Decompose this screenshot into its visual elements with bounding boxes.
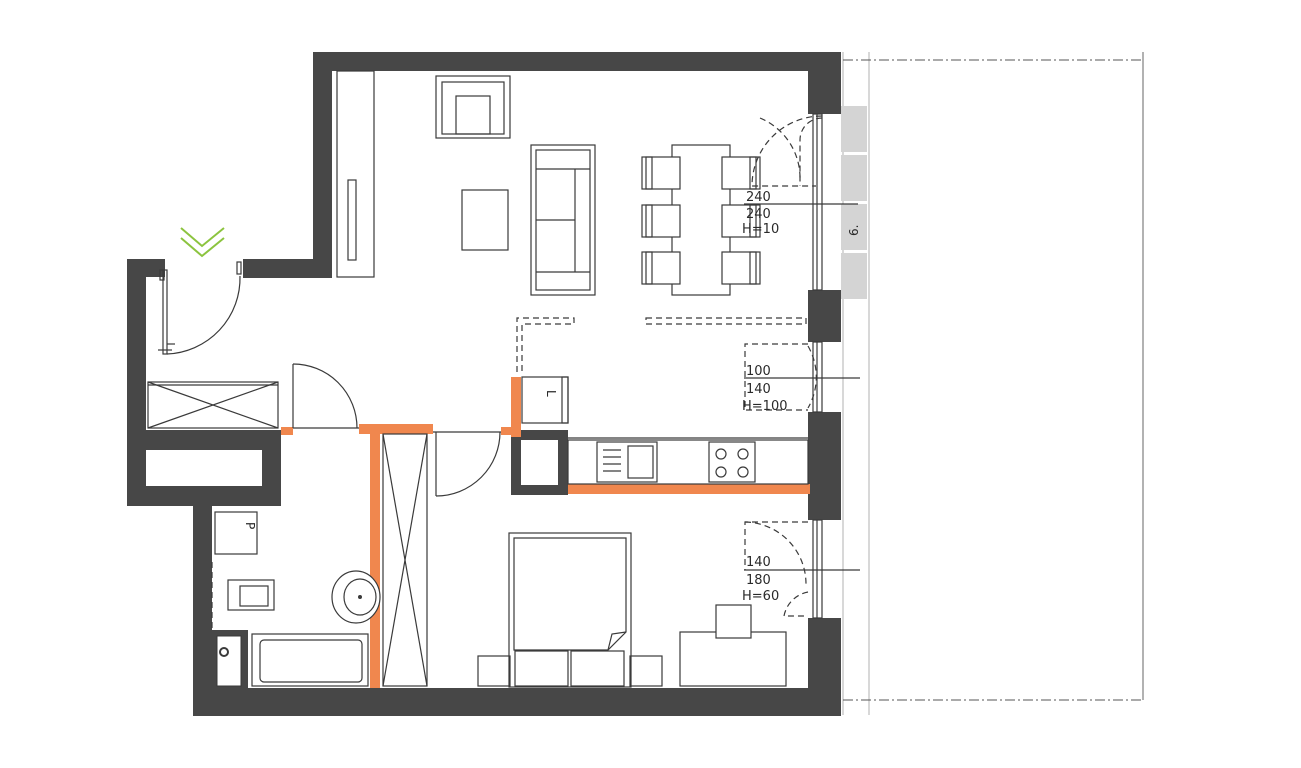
armchair bbox=[435, 75, 511, 139]
nightstand bbox=[629, 655, 663, 687]
fridge: L bbox=[521, 376, 569, 424]
entrance-arrow-icon bbox=[180, 227, 225, 258]
pillow bbox=[514, 650, 569, 687]
bathroom: P bbox=[211, 511, 381, 687]
dining-table bbox=[671, 144, 731, 296]
dining-chair bbox=[721, 251, 761, 285]
window-kitchen: 100 140 H=100 bbox=[742, 341, 860, 414]
kitchen-counter bbox=[567, 439, 809, 485]
dining-chair bbox=[641, 204, 681, 238]
balcony-label: 6. bbox=[847, 225, 861, 236]
balcony-tile bbox=[841, 204, 867, 250]
bathtub bbox=[251, 633, 369, 687]
balcony-tile bbox=[841, 106, 867, 152]
balcony-tile bbox=[841, 155, 867, 201]
window-label-line: 240 bbox=[746, 207, 771, 222]
window-bedroom: 140 180 H=60 bbox=[742, 519, 860, 619]
window-label-line: H=60 bbox=[742, 589, 779, 604]
dining-set bbox=[641, 144, 761, 296]
window-living: 240 240 H=10 bbox=[742, 113, 858, 291]
window-label-line: 140 bbox=[746, 382, 771, 397]
balcony: 6. bbox=[841, 52, 1144, 715]
bed bbox=[477, 532, 663, 688]
nightstand bbox=[477, 655, 511, 687]
kitchen-sink bbox=[596, 441, 658, 483]
bedroom-closet bbox=[382, 433, 428, 687]
interior-lines bbox=[293, 427, 808, 439]
bathroom-door bbox=[292, 363, 358, 429]
washer-mark: P bbox=[243, 522, 257, 529]
window-label-line: 100 bbox=[746, 364, 771, 379]
window-label-line: 140 bbox=[746, 555, 771, 570]
sofa bbox=[530, 144, 596, 296]
bedroom-door bbox=[435, 431, 501, 497]
dining-chair bbox=[721, 156, 761, 190]
fridge-mark: L bbox=[544, 390, 558, 397]
dining-chair bbox=[641, 251, 681, 285]
living-cabinet bbox=[336, 70, 375, 278]
desk-chair bbox=[715, 604, 752, 639]
dining-chair bbox=[721, 204, 761, 238]
sink bbox=[331, 570, 381, 624]
window-label-line: H=100 bbox=[742, 399, 787, 414]
hall-wardrobe bbox=[146, 381, 279, 486]
dining-chair bbox=[641, 156, 681, 190]
window-label-line: H=10 bbox=[742, 222, 779, 237]
window-label-line: 240 bbox=[746, 190, 771, 205]
upper-cabinets bbox=[516, 317, 807, 372]
desk bbox=[679, 604, 787, 687]
toilet bbox=[227, 579, 275, 611]
washing-machine bbox=[214, 511, 258, 555]
new-partitions bbox=[281, 377, 810, 688]
exterior-walls bbox=[127, 52, 841, 716]
pillow bbox=[570, 650, 625, 687]
coffee-table bbox=[461, 189, 509, 251]
window-label-line: 180 bbox=[746, 573, 771, 588]
cooktop bbox=[708, 441, 756, 483]
entrance-door bbox=[158, 261, 242, 355]
balcony-tile bbox=[841, 253, 867, 299]
